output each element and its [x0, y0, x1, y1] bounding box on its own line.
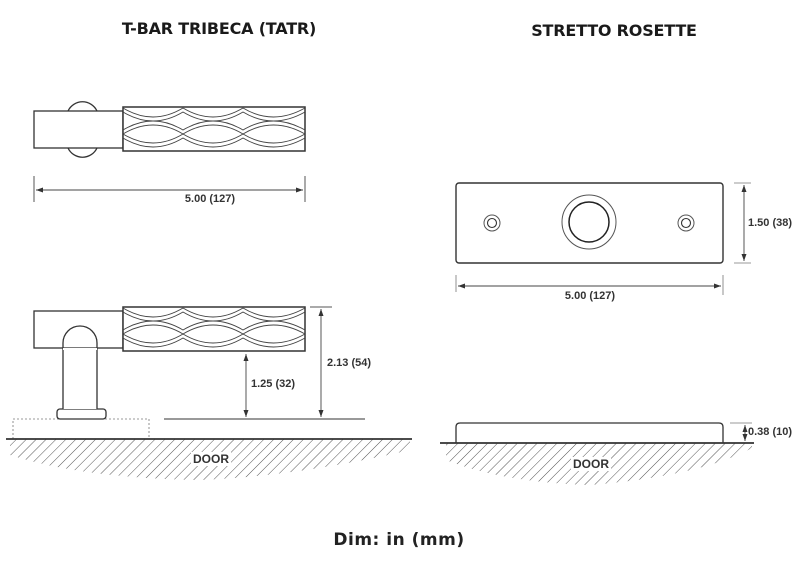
tbar-title: T-BAR TRIBECA (TATR): [121, 19, 317, 38]
rosette-side-view: [455, 422, 724, 443]
rosette-door-label: DOOR: [571, 457, 611, 471]
rosette-height-dimension: [734, 182, 751, 264]
tbar-door-label: DOOR: [191, 452, 231, 466]
rosette-height-label: 1.50 (38): [748, 217, 793, 229]
rosette-width-dimension: [455, 275, 724, 295]
tbar-side-view: [12, 306, 306, 440]
tbar-top-view: [33, 101, 306, 158]
tbar-projection-label: 2.13 (54): [327, 357, 372, 369]
tbar-clearance-label: 1.25 (32): [251, 378, 296, 390]
tbar-length-dimension: [33, 176, 306, 202]
tbar-length-label: 5.00 (127): [184, 193, 236, 205]
tbar-height-dimensions: [164, 306, 365, 420]
rosette-thickness-label: 0.38 (10): [748, 426, 793, 438]
units-note: Dim: in (mm): [333, 530, 465, 550]
rosette-width-label: 5.00 (127): [564, 290, 616, 302]
rosette-front-view: [455, 182, 724, 264]
rosette-thickness-dimension: [730, 422, 752, 441]
rosette-title: STRETTO ROSETTE: [531, 21, 697, 40]
